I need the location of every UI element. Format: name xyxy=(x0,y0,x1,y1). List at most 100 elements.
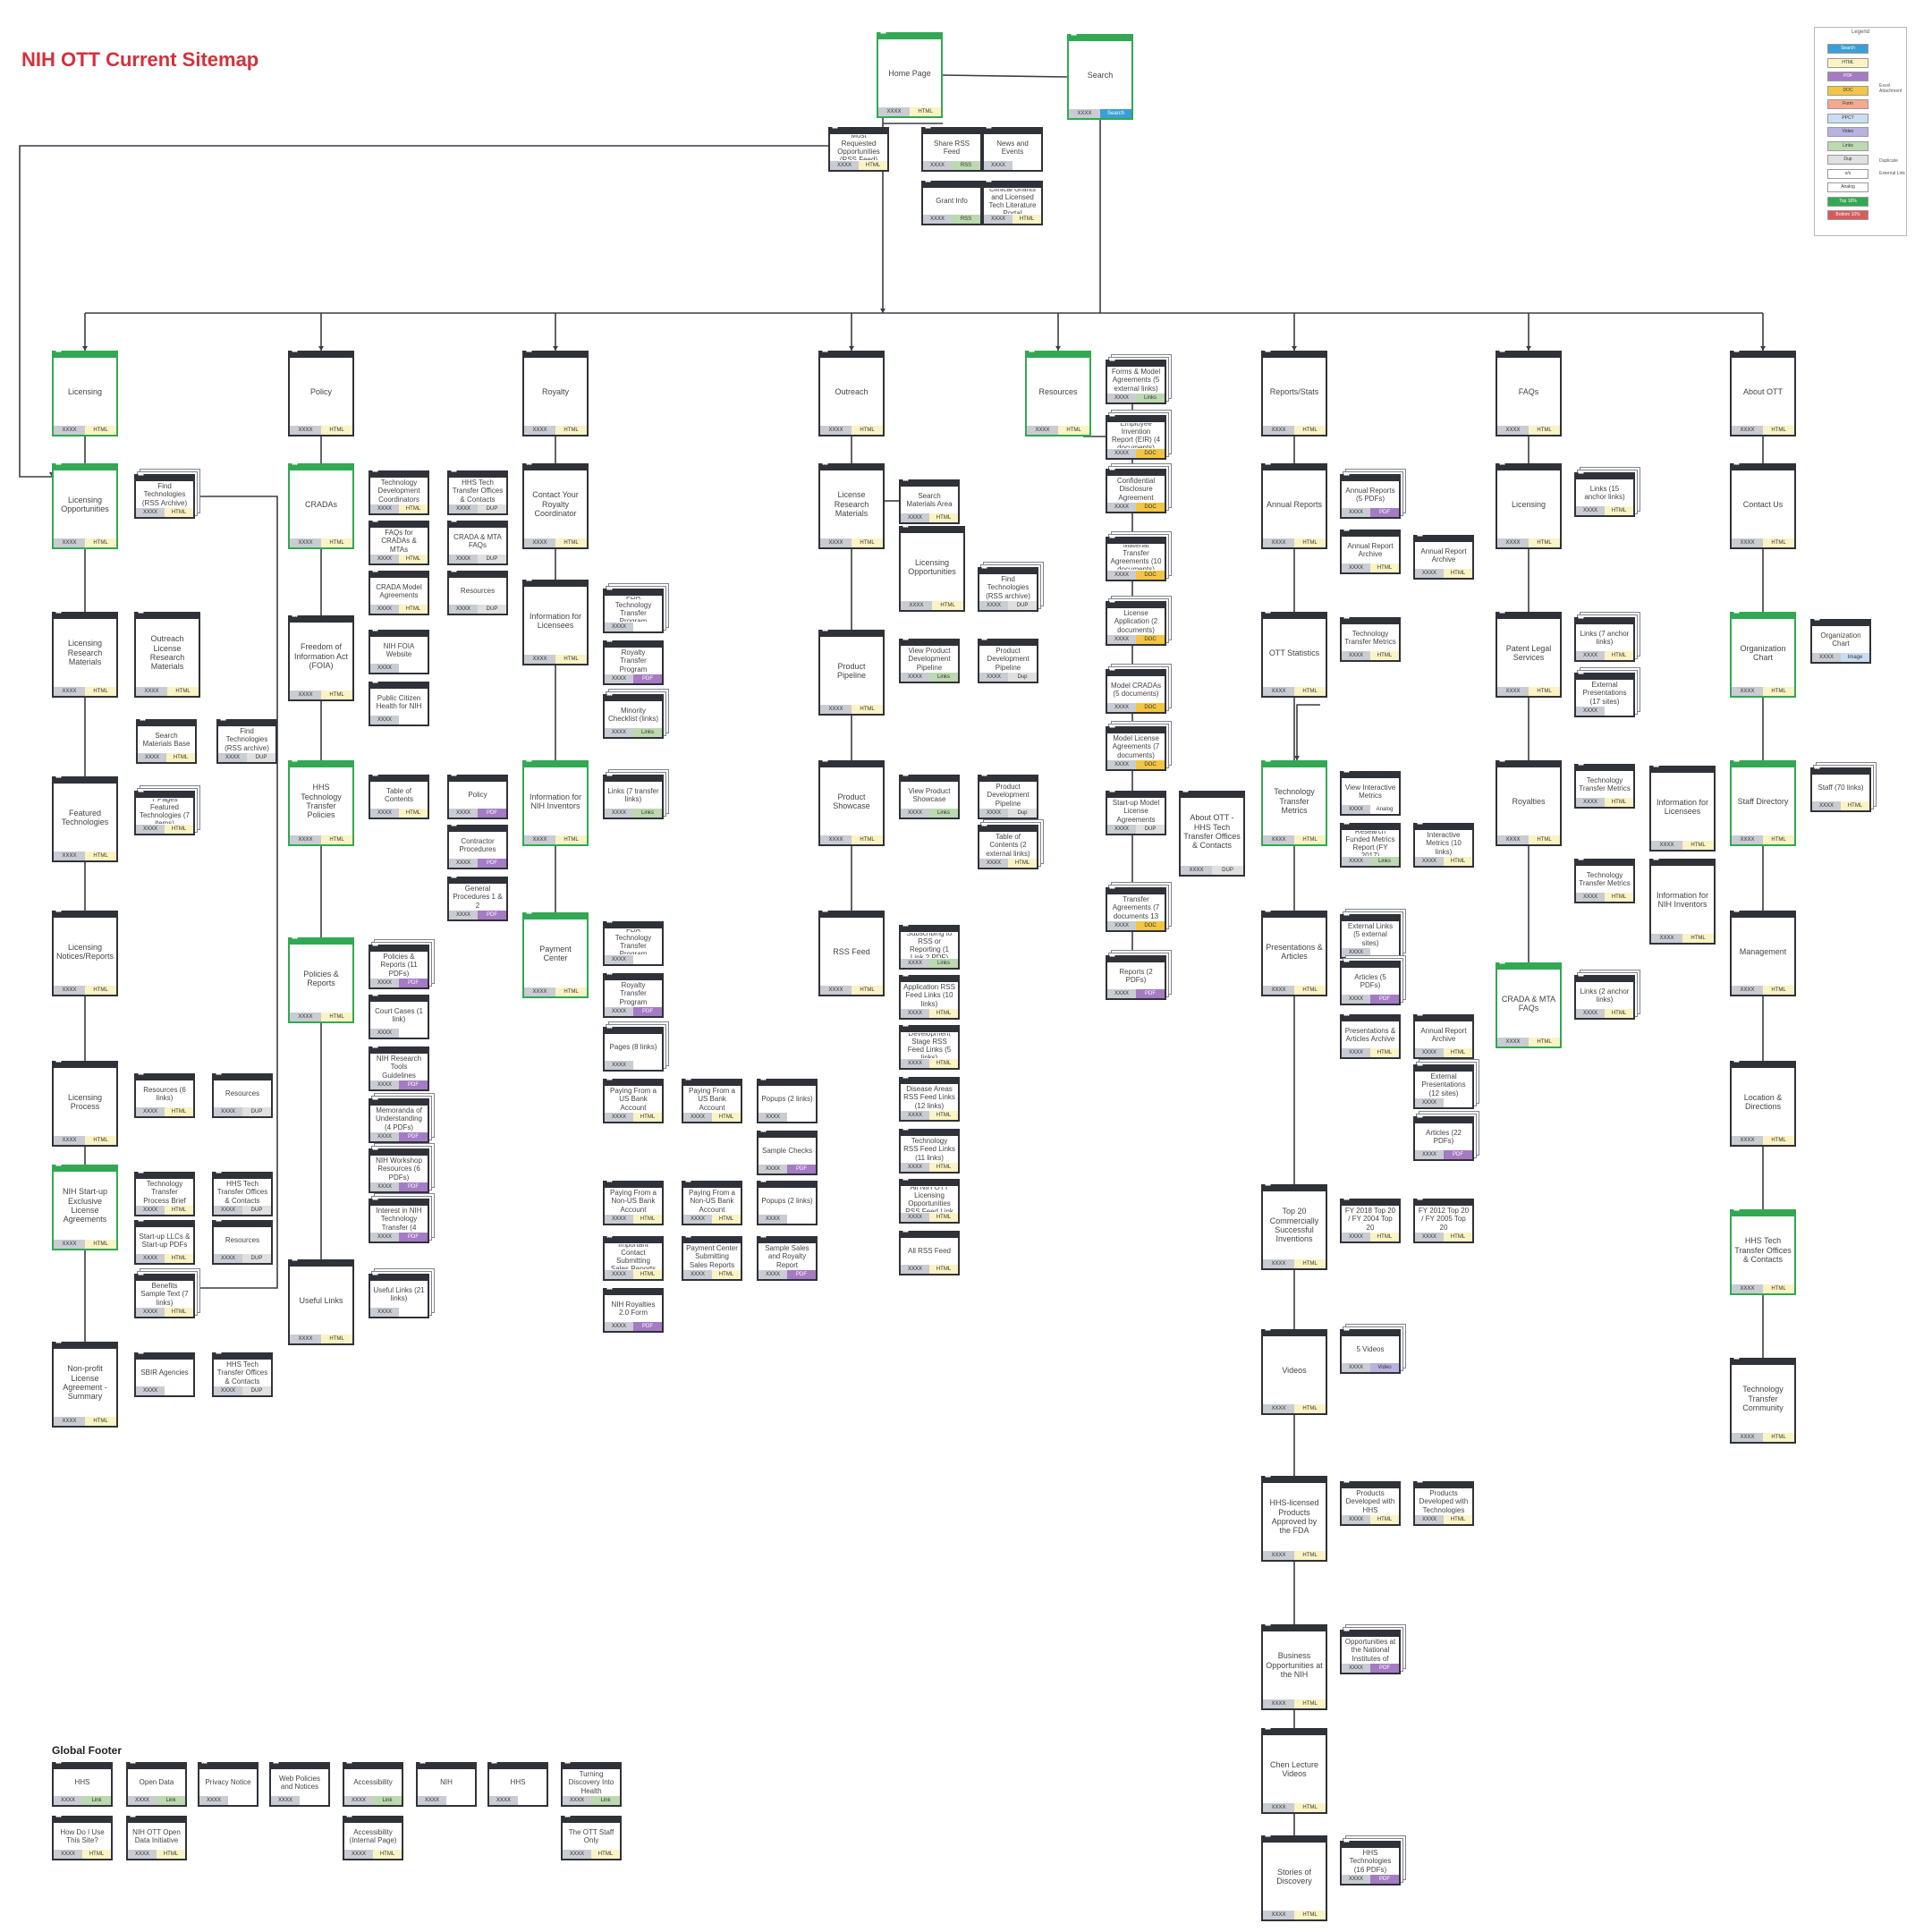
node-label: CRADA Model Agreements xyxy=(376,582,422,599)
node-type-cell: HTML xyxy=(1529,687,1560,696)
node-type-cell: DUP xyxy=(247,753,275,762)
node-titlebar xyxy=(1263,462,1326,470)
node-titlebar xyxy=(370,1147,428,1156)
node-label: NIH OTT Open Data Initiative xyxy=(132,1827,181,1844)
node-label: Contractor Procedures xyxy=(459,836,496,853)
node-label: HHS Technology Transfer Policies xyxy=(301,783,342,820)
node-pol-foia: Freedom of Information Act (FOIA)XXXXHTM… xyxy=(288,614,354,701)
node-id-cell: XXXX xyxy=(1181,866,1212,875)
node-id-cell: XXXX xyxy=(54,1417,85,1426)
node-type-cell: HTML xyxy=(712,1215,741,1224)
node-type-cell: HTML xyxy=(1763,1284,1794,1293)
node-id-cell: XXXX xyxy=(1415,1150,1444,1159)
node-type-cell: HTML xyxy=(1294,1803,1326,1812)
node-titlebar xyxy=(758,1234,816,1243)
node-id-cell: XXXX xyxy=(54,1136,85,1145)
node-roy-a12: Paying From a Non-US Bank AccountXXXXHTM… xyxy=(603,1179,664,1225)
node-id-cell: XXXX xyxy=(370,1132,399,1141)
node-titlebar xyxy=(136,472,193,481)
node-type-cell: HTML xyxy=(1444,1048,1472,1057)
node-type-cell xyxy=(1370,948,1399,957)
node-label: Confidential Disclosure Agreement xyxy=(1116,477,1156,502)
node-id-cell: XXXX xyxy=(979,859,1008,868)
node-id-cell: XXXX xyxy=(1732,1433,1763,1442)
node-label: Resources xyxy=(1038,386,1078,396)
node-id-cell: XXXX xyxy=(683,1113,712,1122)
node-id-cell: XXXX xyxy=(1415,1515,1444,1524)
node-label: HHS-licensed Products Approved by the FD… xyxy=(1269,1498,1319,1536)
node-type-cell xyxy=(787,1215,816,1224)
node-label: Model CRADAs (5 documents) xyxy=(1110,681,1161,698)
node-titlebar xyxy=(370,1197,428,1206)
node-label: Most Requested Opportunities (RSS Feed) xyxy=(837,135,880,160)
node-type-cell: HTML xyxy=(167,687,199,696)
node-type-cell: PDF xyxy=(633,674,662,683)
node-type-cell: HTML xyxy=(633,1270,662,1279)
node-type-cell: HTML xyxy=(555,538,587,547)
node-label: View Product Development Pipeline xyxy=(908,647,951,672)
node-label: Featured Technologies xyxy=(61,808,109,826)
node-id-cell: XXXX xyxy=(979,673,1008,682)
node-titlebar xyxy=(1576,973,1633,982)
node-label: NIH FOIA Website xyxy=(383,641,415,658)
node-titlebar xyxy=(1576,615,1633,624)
node-label: HHS Tech Transfer Offices & Contacts xyxy=(216,1360,268,1385)
node-id-cell: XXXX xyxy=(758,1215,787,1224)
node-label: Technology Development Coordinators xyxy=(377,479,420,504)
node-label: FAQs xyxy=(1518,386,1539,396)
node-id-cell: XXXX xyxy=(984,161,1013,170)
node-titlebar xyxy=(1732,1208,1794,1216)
node-type-cell: HTML xyxy=(1763,1136,1794,1145)
node-titlebar xyxy=(1342,769,1399,778)
node-label: Staff Directory xyxy=(1737,796,1789,806)
node-id-cell: XXXX xyxy=(1812,801,1841,810)
node-roy-a7: Pages (8 links)XXXX xyxy=(603,1025,664,1072)
node-titlebar xyxy=(136,610,199,619)
node-label: Resources xyxy=(225,1089,260,1098)
node-titlebar xyxy=(199,1760,257,1769)
node-label: Sample Sales and Royalty Report xyxy=(765,1244,809,1269)
node-rep-bus: Business Opportunities at the NIHXXXXHTM… xyxy=(1261,1623,1327,1710)
node-roy-a15: Important Contact Submitting Sales Repor… xyxy=(603,1234,664,1281)
node-type-cell: HTML xyxy=(165,1206,193,1215)
node-titlebar xyxy=(54,349,116,358)
node-label: Paying From a Non-US Bank Account xyxy=(688,1189,736,1214)
node-type-cell xyxy=(228,1796,257,1805)
node-label: Chen Lecture Videos xyxy=(1269,1759,1319,1778)
node-id-cell: XXXX xyxy=(923,215,952,224)
